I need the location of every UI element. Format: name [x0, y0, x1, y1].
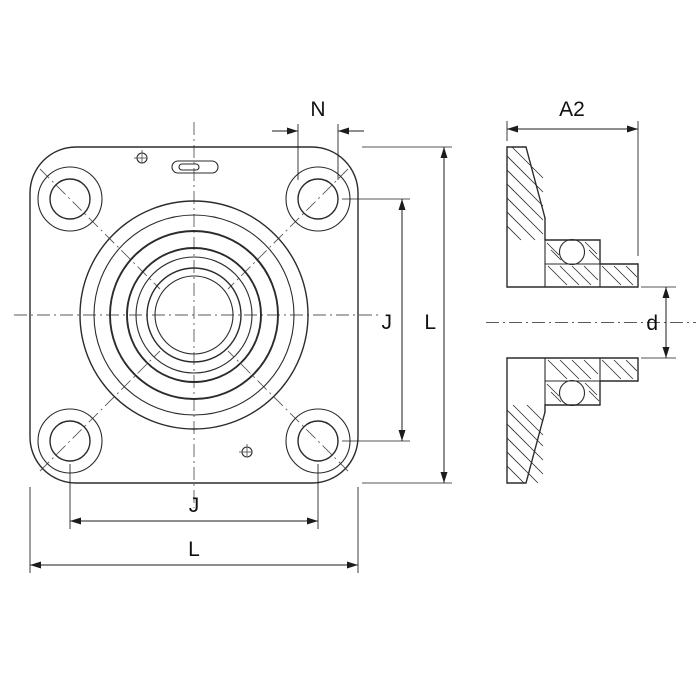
flange-outline	[29, 146, 359, 484]
bolt-hole-top-left	[37, 166, 103, 232]
bolt-hole-bottom-right	[285, 408, 351, 474]
cast-mark-top	[134, 150, 150, 166]
dimension-j-vertical: J	[342, 198, 410, 442]
section-hatching	[506, 146, 638, 484]
housing-profile	[506, 146, 639, 484]
dim-label-l-vertical: L	[424, 311, 436, 334]
dimension-l-horizontal: L	[29, 487, 359, 573]
bolt-hole-bottom-left	[37, 408, 103, 474]
dim-label-l-horizontal: L	[188, 538, 200, 561]
dimension-n: N	[272, 98, 364, 180]
side-view-section	[506, 146, 639, 484]
dimension-d: d	[641, 286, 676, 359]
dimension-j-horizontal: J	[69, 464, 319, 529]
bearing-circles	[79, 200, 309, 430]
dim-label-n: N	[310, 98, 325, 121]
bolt-hole-top-right	[285, 166, 351, 232]
grease-slot	[171, 160, 219, 174]
dimension-l-vertical: L	[362, 146, 452, 484]
centerlines	[14, 122, 696, 508]
dimension-a2: A2	[506, 98, 639, 256]
dim-label-j-horizontal: J	[189, 494, 200, 517]
cast-mark-bottom	[239, 444, 255, 460]
front-view-flange	[29, 146, 359, 484]
dim-label-a2: A2	[559, 98, 585, 121]
dim-label-j-vertical: J	[382, 311, 393, 334]
bearing-balls	[558, 238, 586, 407]
dim-label-d: d	[646, 312, 658, 335]
